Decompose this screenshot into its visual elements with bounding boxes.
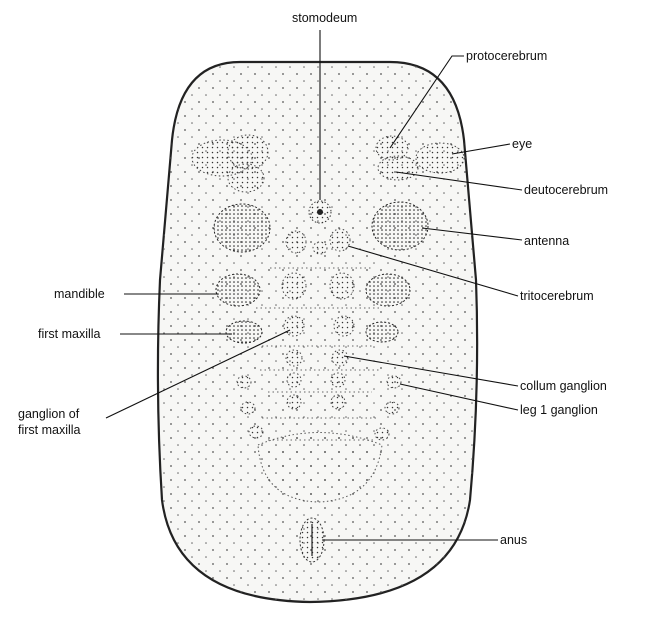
mandible-right <box>366 274 410 306</box>
label-deutocerebrum: deutocerebrum <box>524 183 608 197</box>
label-leg-1-ganglion: leg 1 ganglion <box>520 403 598 417</box>
label-first-maxilla: first maxilla <box>38 327 101 341</box>
antenna-right <box>372 202 428 250</box>
label-stomodeum: stomodeum <box>292 11 357 25</box>
label-ganglion-of-first-maxilla-1: ganglion of <box>18 407 80 421</box>
label-ganglion-of-first-maxilla-2: first maxilla <box>18 423 81 437</box>
anus-opening <box>300 518 324 562</box>
mandible-left <box>216 274 260 306</box>
label-mandible: mandible <box>54 287 105 301</box>
label-antenna: antenna <box>524 234 569 248</box>
stomodeum-opening <box>309 201 331 223</box>
label-protocerebrum: protocerebrum <box>466 49 547 63</box>
antenna-left <box>214 204 270 252</box>
label-anus: anus <box>500 533 527 547</box>
label-eye: eye <box>512 137 532 151</box>
first-maxilla-left <box>226 321 262 343</box>
label-collum-ganglion: collum ganglion <box>520 379 607 393</box>
label-tritocerebrum: tritocerebrum <box>520 289 594 303</box>
first-maxilla-right <box>366 322 398 342</box>
